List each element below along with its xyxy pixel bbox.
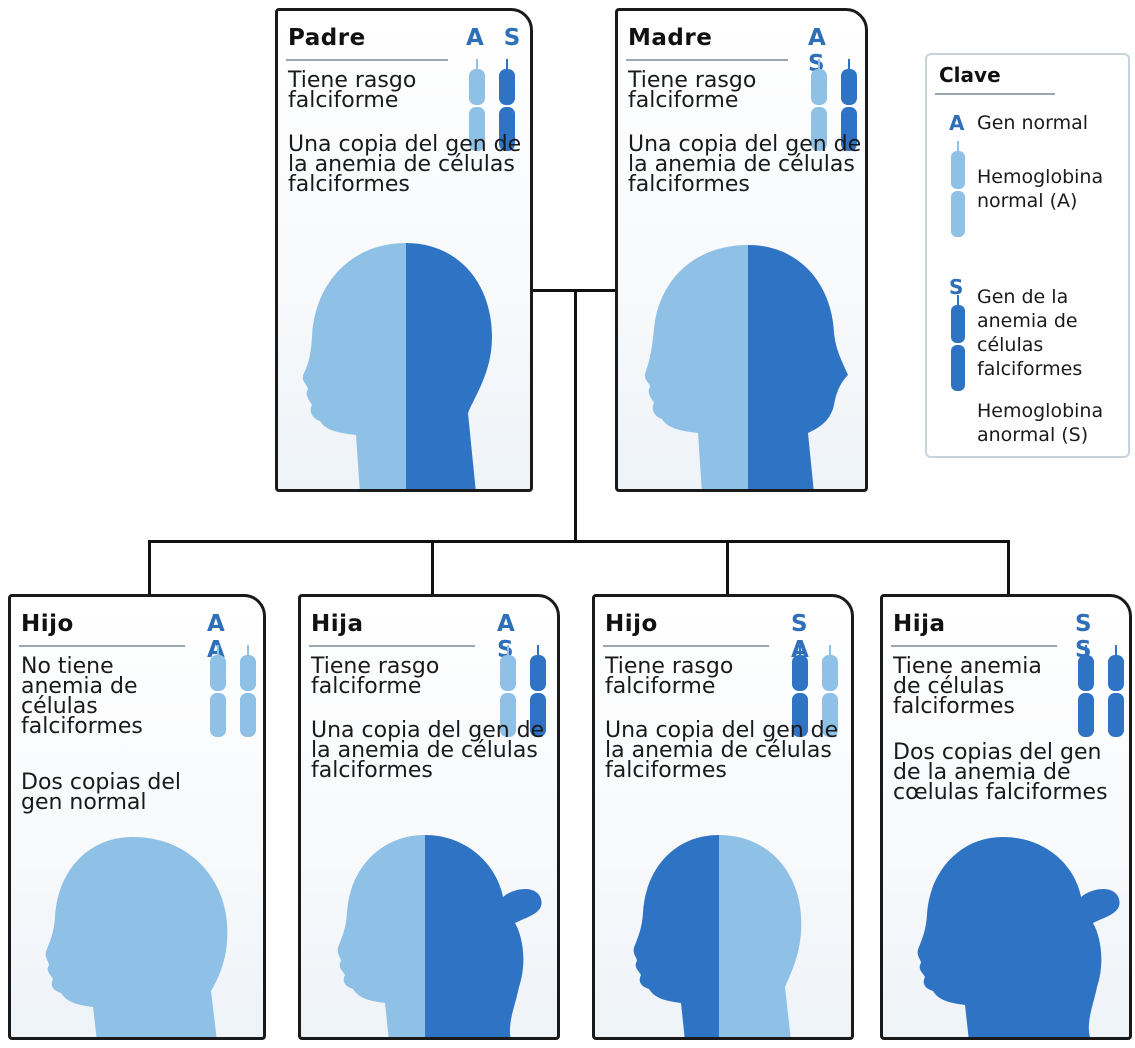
chromosome-light-icon (811, 59, 827, 151)
card-padre: Padre A S Tiene rasgo falciforme Una cop… (275, 8, 533, 492)
title-underline (309, 645, 475, 647)
chromosome-pair-icon (210, 645, 256, 737)
chromosome-light-icon (822, 645, 838, 737)
girl-head-icon (917, 837, 1120, 1037)
girl-head-icon (337, 835, 542, 1037)
title-underline (626, 59, 788, 61)
card-hija-2: Hija S S Tiene anemia de células falcifo… (880, 594, 1132, 1040)
chromosome-light-icon (240, 645, 256, 737)
chromosome-dark-icon (1078, 645, 1094, 737)
chromosome-pair-icon (469, 59, 515, 151)
card-hijo-2: Hijo S A Tiene rasgo falciforme Una copi… (592, 594, 854, 1040)
drop-hija1 (431, 540, 434, 596)
chromosome-light-icon (210, 645, 226, 737)
normal-gene-label: Gen normal (977, 112, 1089, 134)
drop-hija2 (1007, 540, 1010, 596)
detail-text: Una copia del gen de la anemia de célula… (288, 132, 522, 197)
card-title: Hijo (605, 611, 658, 637)
trunk-connector (574, 289, 577, 542)
chromosome-pair-icon (811, 59, 857, 151)
allele-labels: A S (466, 25, 527, 51)
card-title: Hija (893, 611, 946, 637)
key-title: Clave (939, 63, 1001, 87)
status-text: Tiene rasgo falciforme (605, 654, 734, 699)
card-title: Hija (311, 611, 364, 637)
chromosome-pair-icon (1078, 645, 1124, 737)
normal-chromosome-icon (951, 141, 965, 237)
sickle-chromosome-icon (951, 295, 965, 391)
status-text: Tiene rasgo falciforme (288, 68, 417, 113)
detail-text: Dos copias del gen normal (21, 770, 182, 815)
chromosome-dark-icon (792, 645, 808, 737)
card-hija-1: Hija A S Tiene rasgo falciforme Una copi… (298, 594, 560, 1040)
drop-hijo1 (148, 540, 151, 596)
card-title: Hijo (21, 611, 74, 637)
normal-hemoglobin-label: Hemoglobina normal (A) (977, 166, 1104, 212)
key-title-underline (935, 93, 1055, 95)
status-text: Tiene rasgo falciforme (628, 68, 757, 113)
status-text: Tiene rasgo falciforme (311, 654, 440, 699)
legend-key: Clave A Gen normal Hemoglobina normal (A… (925, 53, 1130, 458)
detail-text: Una copia del gen de la anemia de célula… (605, 718, 839, 783)
title-underline (286, 59, 448, 61)
normal-allele-letter: A (949, 111, 965, 135)
sickle-hemoglobin-label: Hemoglobina anormal (S) (977, 400, 1104, 446)
boy-head-icon (45, 837, 228, 1037)
title-underline (891, 645, 1057, 647)
female-head-icon (644, 245, 848, 489)
status-text: Tiene anemia de células falciformes (893, 654, 1042, 719)
card-title: Padre (288, 25, 366, 51)
card-title: Madre (628, 25, 713, 51)
chromosome-pair-icon (792, 645, 838, 737)
status-text: No tiene anemia de células falciformes (21, 654, 143, 739)
chromosome-light-icon (500, 645, 516, 737)
detail-text: Una copia del gen de la anemia de célula… (628, 132, 862, 197)
title-underline (19, 645, 185, 647)
sickle-gene-label: Gen de la anemia de células falciformes (977, 286, 1083, 380)
title-underline (603, 645, 769, 647)
male-head-icon (302, 243, 492, 489)
detail-text: Dos copias del gen de la anemia de cœlul… (893, 740, 1108, 805)
chromosome-dark-icon (499, 59, 515, 151)
allele-labels: A A (207, 611, 231, 663)
card-hijo-1: Hijo A A No tiene anemia de células falc… (8, 594, 266, 1040)
detail-text: Una copia del gen de la anemia de célula… (311, 718, 545, 783)
chromosome-dark-icon (530, 645, 546, 737)
chromosome-pair-icon (500, 645, 546, 737)
sickle-allele-letter: S (949, 275, 964, 299)
card-madre: Madre A S Tiene rasgo falciforme Una cop… (615, 8, 868, 492)
chromosome-dark-icon (841, 59, 857, 151)
chromosome-dark-icon (1108, 645, 1124, 737)
children-bar (148, 540, 1010, 543)
boy-head-icon (633, 835, 802, 1037)
chromosome-light-icon (469, 59, 485, 151)
drop-hijo2 (726, 540, 729, 596)
